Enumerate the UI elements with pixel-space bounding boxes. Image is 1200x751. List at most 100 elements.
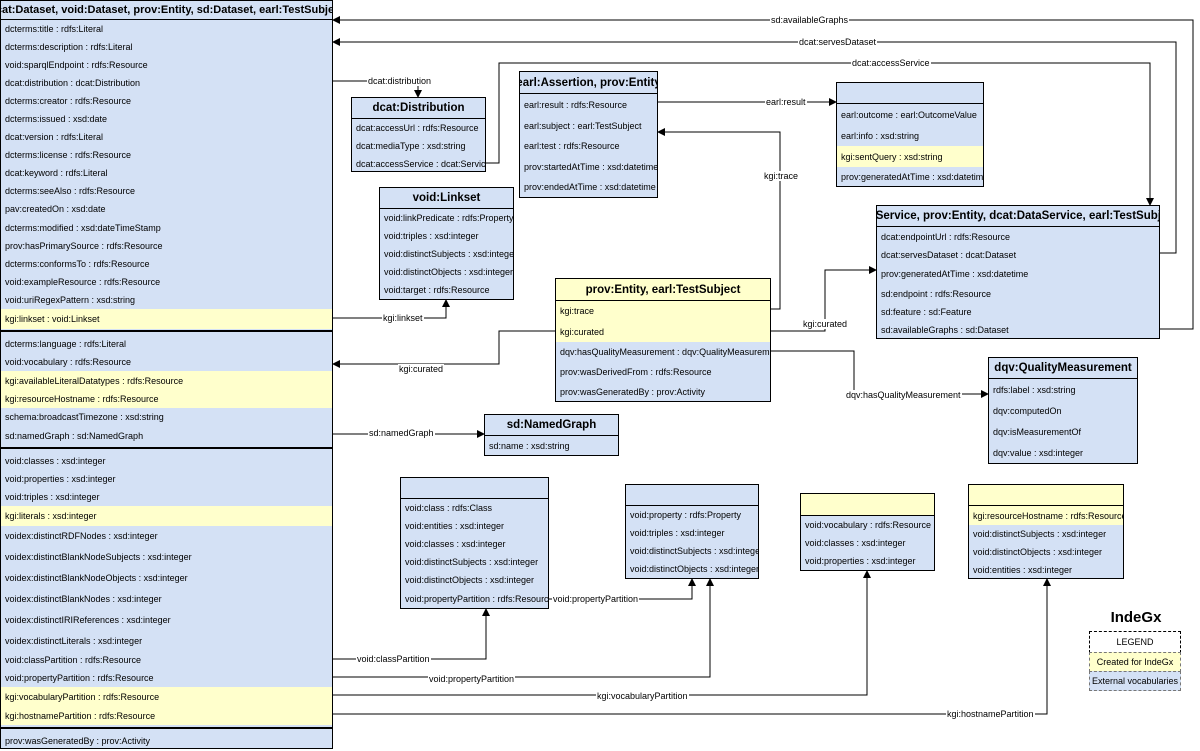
class-result[interactable]: earl:outcome : earl:OutcomeValue earl:in…	[836, 82, 984, 187]
dataset-attr: voidex:distinctBlankNodeObjects : xsd:in…	[5, 572, 188, 583]
linkset-attr: void:distinctObjects : xsd:integer	[384, 267, 513, 277]
class-property-partition[interactable]: void:property : rdfs:Property void:tripl…	[625, 484, 759, 579]
dataset-attr: schema:broadcastTimezone : xsd:string	[5, 412, 164, 422]
dataset-separator	[1, 447, 332, 449]
result-attr: earl:outcome : earl:OutcomeValue	[841, 109, 977, 120]
dataset-attr: pav:createdOn : xsd:date	[5, 204, 106, 214]
edge-label-available-graphs: sd:availableGraphs	[770, 15, 850, 25]
class-assertion-title: earl:Assertion, prov:Entity	[520, 72, 657, 94]
class-partition-attr: void:distinctObjects : xsd:integer	[405, 575, 535, 585]
entity-attr: prov:wasDerivedFrom : rdfs:Resource	[556, 362, 770, 382]
property-partition-attr: void:distinctObjects : xsd:integer	[630, 564, 758, 574]
class-quality-measurement-title: dqv:QualityMeasurement	[989, 358, 1137, 379]
dataset-attr: void:uriRegexPattern : xsd:string	[5, 295, 136, 305]
class-service-title: sd:Service, prov:Entity, dcat:DataServic…	[877, 206, 1159, 227]
assertion-attr: prov:endedAtTime : xsd:datetime	[524, 182, 656, 192]
dataset-attr: dcterms:title : rdfs:Literal	[5, 24, 104, 34]
result-attr: prov:generatedAtTime : xsd:datetime	[841, 171, 983, 182]
class-linkset[interactable]: void:Linkset void:linkPredicate : rdfs:P…	[379, 187, 514, 300]
dataset-attr: void:classPartition : rdfs:Resource	[5, 655, 142, 665]
property-partition-attr: void:distinctSubjects : xsd:integer	[630, 546, 758, 556]
edge-label-distribution: dcat:distribution	[367, 76, 433, 86]
dataset-attr: dcterms:modified : xsd:dateTimeStamp	[5, 222, 161, 233]
hostname-partition-attr: void:distinctObjects : xsd:integer	[973, 547, 1103, 557]
class-hostname-partition[interactable]: kgi:resourceHostname : rdfs:Resource voi…	[968, 484, 1124, 579]
class-dataset-title: dcat:Dataset, void:Dataset, prov:Entity,…	[1, 1, 332, 20]
property-partition-attr: void:triples : xsd:integer	[630, 528, 725, 538]
dataset-attr: void:sparqlEndpoint : rdfs:Resource	[5, 60, 148, 70]
quality-measurement-attr: dqv:isMeasurementOf	[993, 426, 1082, 437]
linkset-attr: void:linkPredicate : rdfs:Property	[384, 213, 513, 223]
edge-label-serves-dataset: dcat:servesDataset	[798, 37, 878, 47]
result-attr: kgi:sentQuery : xsd:string	[837, 146, 983, 167]
edge-label-trace: kgi:trace	[763, 171, 800, 181]
dataset-attr: prov:hasPrimarySource : rdfs:Resource	[5, 241, 163, 251]
dataset-separator	[1, 727, 332, 729]
edge-label-curated-service: kgi:curated	[802, 319, 849, 329]
dataset-attr: sd:namedGraph : sd:NamedGraph	[5, 431, 144, 441]
dataset-attr: dcat:version : rdfs:Literal	[5, 132, 104, 142]
class-distribution[interactable]: dcat:Distribution dcat:accessUrl : rdfs:…	[351, 97, 486, 172]
legend-external: External vocabularies	[1089, 671, 1181, 691]
dataset-attr: kgi:resourceHostname : rdfs:Resource	[1, 390, 332, 408]
service-attr: sd:endpoint : rdfs:Resource	[881, 288, 992, 299]
result-attr: earl:info : xsd:string	[841, 130, 920, 141]
class-class-partition[interactable]: void:class : rdfs:Class void:entities : …	[400, 477, 549, 609]
class-class-partition-title	[401, 478, 548, 499]
class-service[interactable]: sd:Service, prov:Entity, dcat:DataServic…	[876, 205, 1160, 339]
dataset-attr: kgi:availableLiteralDatatypes : rdfs:Res…	[1, 371, 332, 390]
dataset-attr: void:exampleResource : rdfs:Resource	[5, 277, 161, 287]
dataset-separator	[1, 330, 332, 332]
class-distribution-title: dcat:Distribution	[352, 98, 485, 119]
legend-header: LEGEND	[1089, 631, 1181, 653]
class-entity[interactable]: prov:Entity, earl:TestSubject kgi:trace …	[555, 278, 771, 402]
assertion-attr: prov:startedAtTime : xsd:datetime	[524, 161, 657, 172]
hostname-partition-attr: void:distinctSubjects : xsd:integer	[973, 529, 1107, 539]
edge-label-vocabulary-partition: kgi:vocabularyPartition	[596, 691, 689, 701]
dataset-attr: void:properties : xsd:integer	[5, 474, 116, 484]
property-partition-attr: void:property : rdfs:Property	[630, 510, 742, 520]
assertion-attr: earl:result : rdfs:Resource	[524, 99, 628, 110]
linkset-attr: void:distinctSubjects : xsd:integer	[384, 249, 513, 259]
dataset-attr: dcterms:conformsTo : rdfs:Resource	[5, 259, 150, 269]
dataset-attr: dcat:keyword : rdfs:Literal	[5, 168, 108, 178]
edge-class-partition	[332, 608, 490, 660]
linkset-attr: void:target : rdfs:Resource	[384, 285, 490, 295]
edge-label-earl-result: earl:result	[765, 97, 807, 107]
dataset-attr: kgi:hostnamePartition : rdfs:Resource	[1, 706, 332, 725]
edge-label-hostname-partition: kgi:hostnamePartition	[946, 709, 1035, 719]
dataset-attr: kgi:linkset : void:Linkset	[1, 309, 332, 329]
dataset-attr: dcterms:seeAlso : rdfs:Resource	[5, 186, 136, 196]
named-graph-attr: sd:name : xsd:string	[489, 440, 570, 451]
edge-label-access-service: dcat:accessService	[851, 58, 931, 68]
edge-label-property-partition-cp: void:propertyPartition	[552, 594, 640, 604]
edge-curated-dataset	[332, 330, 555, 368]
vocabulary-partition-attr: void:properties : xsd:integer	[805, 556, 916, 566]
dataset-attr: dcterms:language : rdfs:Literal	[5, 339, 127, 349]
class-named-graph[interactable]: sd:NamedGraph sd:name : xsd:string	[484, 414, 619, 456]
edge-label-curated-dataset: kgi:curated	[398, 364, 445, 374]
dataset-attr: voidex:distinctIRIReferences : xsd:integ…	[5, 614, 171, 625]
distribution-attr: dcat:mediaType : xsd:string	[356, 141, 466, 151]
dataset-attr: prov:wasGeneratedBy : prov:Activity	[5, 735, 151, 746]
distribution-attr: dcat:accessUrl : rdfs:Resource	[356, 123, 479, 133]
class-assertion[interactable]: earl:Assertion, prov:Entity earl:result …	[519, 71, 658, 198]
hostname-partition-attr: kgi:resourceHostname : rdfs:Resource	[969, 506, 1123, 525]
service-attr: dcat:servesDataset : dcat:Dataset	[881, 250, 1017, 260]
dataset-attr: void:triples : xsd:integer	[5, 492, 100, 502]
entity-attr: kgi:trace	[556, 301, 770, 321]
class-property-partition-title	[626, 485, 758, 506]
service-attr: sd:availableGraphs : sd:Dataset	[881, 325, 1009, 335]
service-attr: prov:generatedAtTime : xsd:datetime	[881, 269, 1029, 279]
dataset-attr: dcat:distribution : dcat:Distribution	[5, 78, 141, 88]
legend-created: Created for IndeGx	[1089, 652, 1181, 672]
class-dataset[interactable]: dcat:Dataset, void:Dataset, prov:Entity,…	[0, 0, 333, 749]
edge-has-quality-measurement	[770, 350, 989, 398]
class-quality-measurement[interactable]: dqv:QualityMeasurement rdfs:label : xsd:…	[988, 357, 1138, 464]
class-linkset-title: void:Linkset	[380, 188, 513, 209]
dataset-attr: void:propertyPartition : rdfs:Resource	[5, 673, 154, 683]
dataset-attr: voidex:distinctLiterals : xsd:integer	[5, 635, 143, 646]
class-vocabulary-partition[interactable]: void:vocabulary : rdfs:Resource void:cla…	[800, 493, 935, 571]
dataset-attr: voidex:distinctBlankNodeSubjects : xsd:i…	[5, 551, 192, 562]
entity-attr: kgi:curated	[556, 321, 770, 342]
